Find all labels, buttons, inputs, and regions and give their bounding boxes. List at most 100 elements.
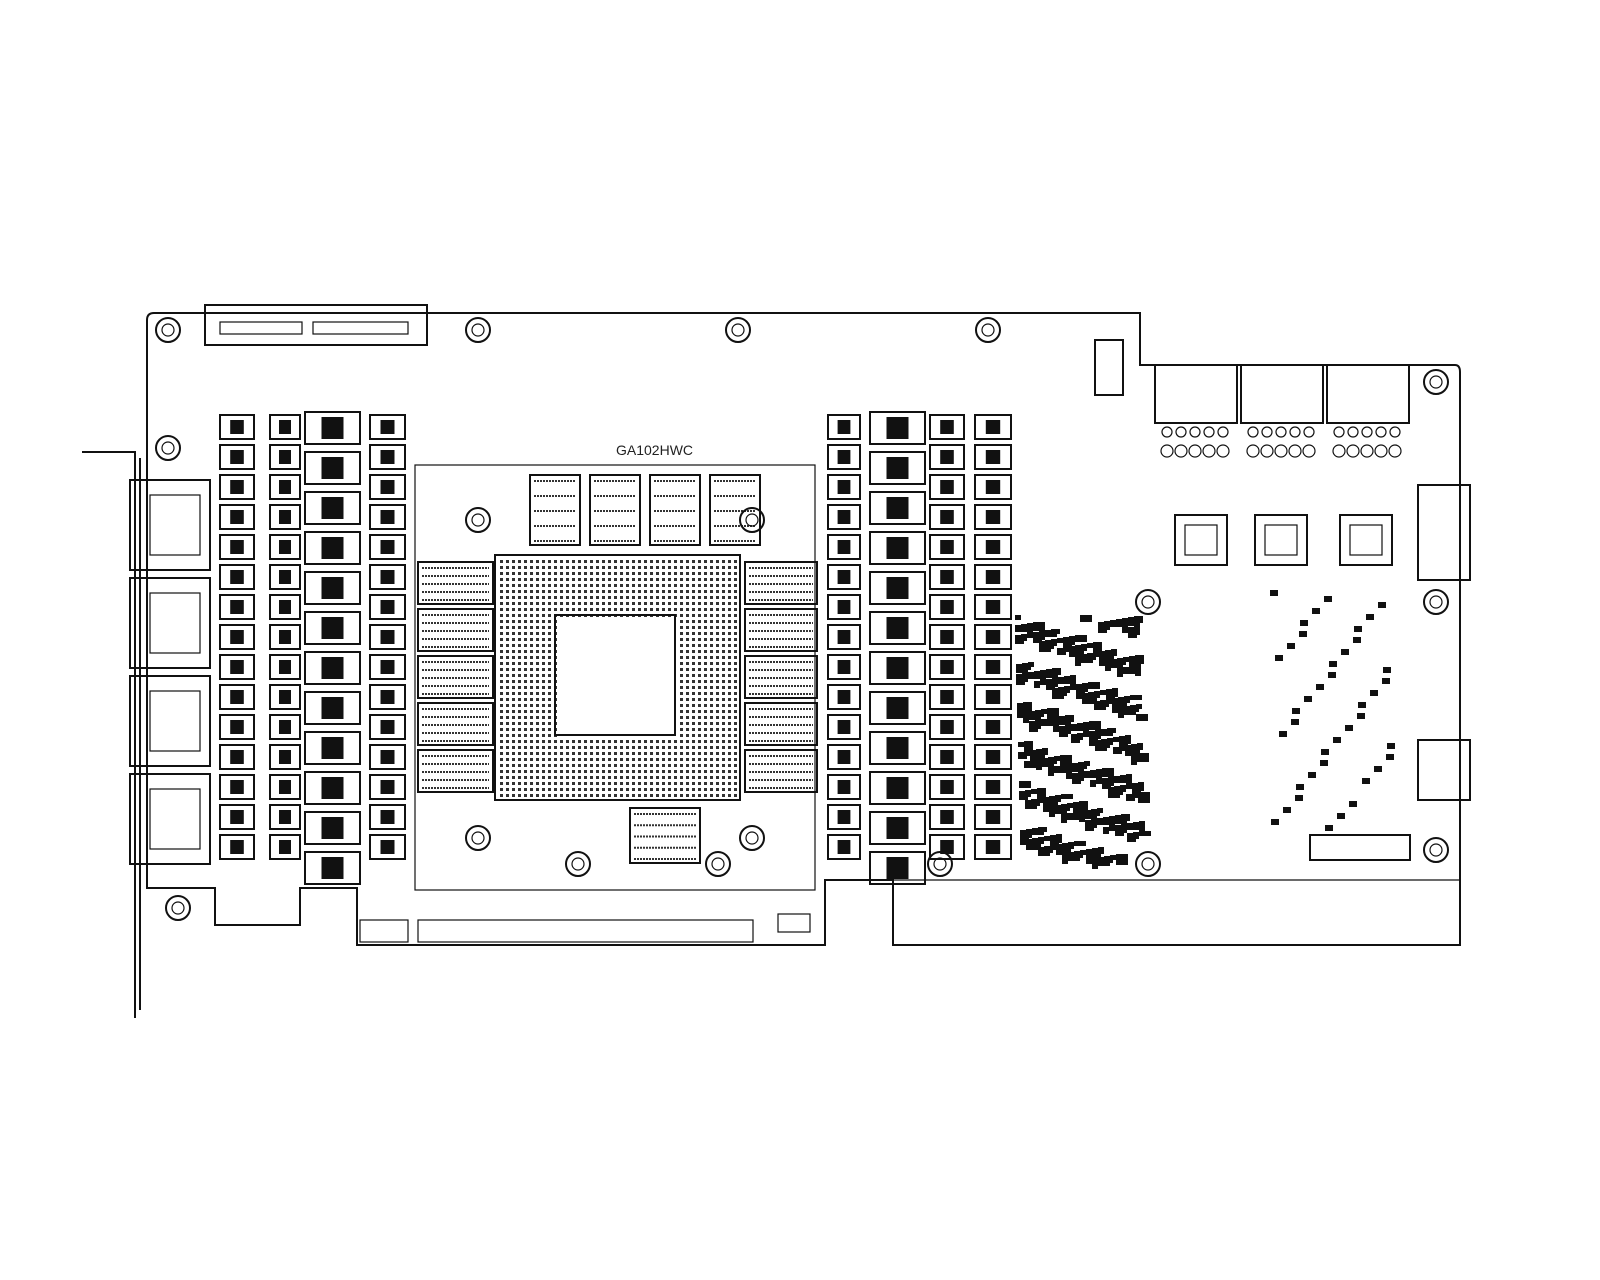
bga-ball bbox=[686, 770, 689, 773]
bga-ball bbox=[656, 602, 659, 605]
bga-ball bbox=[734, 572, 737, 575]
bga-ball bbox=[536, 752, 539, 755]
power-pin bbox=[1161, 426, 1173, 438]
bga-ball bbox=[734, 626, 737, 629]
memory-chip bbox=[417, 749, 494, 793]
mounting-hole-inner bbox=[471, 323, 485, 337]
bga-ball bbox=[506, 638, 509, 641]
bga-ball bbox=[650, 794, 653, 797]
bga-ball bbox=[536, 788, 539, 791]
bga-ball bbox=[704, 728, 707, 731]
bga-ball bbox=[716, 662, 719, 665]
bga-ball bbox=[716, 566, 719, 569]
bga-ball bbox=[656, 566, 659, 569]
bga-ball bbox=[734, 584, 737, 587]
bga-ball bbox=[692, 710, 695, 713]
bga-ball bbox=[566, 578, 569, 581]
bga-ball bbox=[578, 788, 581, 791]
mosfet-die bbox=[230, 510, 244, 524]
bga-ball bbox=[524, 560, 527, 563]
bga-ball bbox=[536, 740, 539, 743]
smd-component bbox=[1341, 649, 1349, 655]
bga-ball bbox=[698, 596, 701, 599]
bga-ball bbox=[500, 686, 503, 689]
smd-component bbox=[1124, 706, 1136, 715]
bga-ball bbox=[710, 788, 713, 791]
smd-component bbox=[1059, 716, 1071, 725]
bga-ball bbox=[524, 734, 527, 737]
bga-ball bbox=[716, 728, 719, 731]
bga-ball bbox=[578, 590, 581, 593]
bga-ball bbox=[632, 584, 635, 587]
bga-ball bbox=[620, 572, 623, 575]
bga-ball bbox=[518, 734, 521, 737]
bga-ball bbox=[644, 578, 647, 581]
bga-ball bbox=[686, 662, 689, 665]
bga-ball bbox=[698, 734, 701, 737]
bga-ball bbox=[734, 596, 737, 599]
smd-component bbox=[1125, 745, 1137, 756]
bga-ball bbox=[506, 698, 509, 701]
bga-ball bbox=[536, 746, 539, 749]
bga-ball bbox=[710, 710, 713, 713]
bga-ball bbox=[530, 740, 533, 743]
bga-ball bbox=[716, 590, 719, 593]
bga-ball bbox=[710, 716, 713, 719]
bga-ball bbox=[722, 656, 725, 659]
bga-ball bbox=[536, 764, 539, 767]
mosfet-die bbox=[886, 497, 909, 519]
bga-ball bbox=[734, 794, 737, 797]
smd-component bbox=[1321, 749, 1329, 755]
bga-ball bbox=[500, 740, 503, 743]
mosfet bbox=[219, 624, 255, 650]
mounting-hole bbox=[465, 825, 491, 851]
bga-ball bbox=[530, 668, 533, 671]
mounting-hole-inner bbox=[161, 323, 175, 337]
smd-component bbox=[1383, 667, 1391, 673]
bga-ball bbox=[602, 590, 605, 593]
bga-ball bbox=[578, 776, 581, 779]
bga-ball bbox=[542, 584, 545, 587]
memory-chip bbox=[529, 474, 581, 546]
bga-ball bbox=[638, 764, 641, 767]
bga-ball bbox=[692, 722, 695, 725]
bga-ball bbox=[572, 566, 575, 569]
smd-component bbox=[1089, 721, 1101, 730]
bga-ball bbox=[686, 584, 689, 587]
bga-ball bbox=[638, 746, 641, 749]
bga-ball bbox=[722, 776, 725, 779]
bga-ball bbox=[638, 566, 641, 569]
smd-component bbox=[1018, 752, 1027, 759]
bga-ball bbox=[506, 668, 509, 671]
bga-ball bbox=[512, 596, 515, 599]
mosfet-die bbox=[230, 780, 244, 794]
bga-ball bbox=[626, 608, 629, 611]
bga-ball bbox=[584, 572, 587, 575]
mosfet bbox=[269, 504, 301, 530]
mosfet-die bbox=[940, 720, 954, 734]
bga-ball bbox=[512, 584, 515, 587]
smd-component bbox=[1345, 725, 1353, 731]
inductor bbox=[304, 491, 361, 525]
bga-ball bbox=[632, 764, 635, 767]
bga-ball bbox=[734, 788, 737, 791]
board-outline bbox=[146, 312, 1461, 946]
bga-ball bbox=[716, 758, 719, 761]
smd-component bbox=[1094, 701, 1106, 710]
bga-ball bbox=[716, 788, 719, 791]
smd-component bbox=[1046, 669, 1058, 678]
mosfet-die bbox=[321, 737, 344, 759]
bga-ball bbox=[710, 692, 713, 695]
bga-ball bbox=[704, 656, 707, 659]
smd-component bbox=[1128, 617, 1140, 626]
smd-component bbox=[1374, 766, 1382, 772]
mosfet bbox=[929, 804, 965, 830]
bga-ball bbox=[524, 572, 527, 575]
bga-ball bbox=[530, 722, 533, 725]
bga-ball bbox=[530, 698, 533, 701]
bga-ball bbox=[674, 560, 677, 563]
smd-component bbox=[1018, 742, 1030, 747]
bga-ball bbox=[716, 692, 719, 695]
smd-component bbox=[1028, 672, 1040, 679]
bga-ball bbox=[542, 644, 545, 647]
